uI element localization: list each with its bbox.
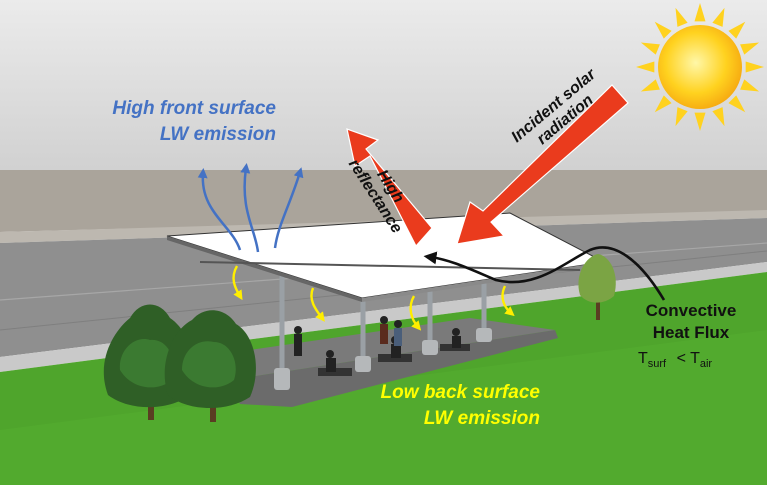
- convective-line2: Heat Flux: [652, 323, 730, 342]
- temp-operator: <: [676, 350, 686, 367]
- temperature-comparison: Tsurf < Tair: [638, 350, 712, 370]
- person-icon: [326, 350, 336, 372]
- shade-pad: [230, 330, 558, 407]
- sun-ray: [745, 61, 764, 73]
- sun-ray: [654, 21, 672, 39]
- sun-ray: [694, 112, 706, 131]
- convective-line1: Convective: [645, 301, 737, 320]
- sun-ray: [712, 7, 725, 27]
- pole-footings: [274, 328, 492, 390]
- person-icon: [452, 328, 461, 348]
- sun-ray: [675, 107, 688, 127]
- sun-ray: [640, 79, 660, 92]
- sun-ray: [728, 95, 746, 113]
- back-emission-label: Low back surface LW emission: [350, 380, 540, 432]
- sun-ray: [740, 42, 760, 55]
- sun-ray: [728, 21, 746, 39]
- sun-ray: [640, 42, 660, 55]
- sun-icon: [636, 3, 764, 131]
- incident-solar-arrow: [456, 84, 629, 245]
- sun-ray: [675, 7, 688, 27]
- front-emission-label: High front surface LW emission: [80, 96, 276, 148]
- sun-ray: [636, 61, 655, 73]
- person-icon: [380, 316, 388, 344]
- sky: [0, 0, 767, 175]
- front-emission-line1: High front surface: [112, 98, 276, 119]
- front-emission-arrows: [197, 163, 304, 253]
- front-emission-line2: LW emission: [159, 124, 276, 145]
- back-emission-line1: Low back surface: [380, 382, 540, 403]
- person-icon: [394, 320, 402, 346]
- grass-shade: [0, 330, 767, 485]
- back-emission-line2: LW emission: [423, 408, 540, 429]
- sun-ray: [740, 79, 760, 92]
- convective-label: Convective Heat Flux: [636, 300, 746, 344]
- tree-icon: [164, 310, 256, 422]
- reflected-arrow: [346, 128, 433, 248]
- sun-ray: [654, 95, 672, 113]
- tree-icon: [578, 254, 616, 320]
- temp-surf: Tsurf: [638, 350, 667, 371]
- sun-ray: [694, 3, 706, 22]
- person-icon: [294, 326, 302, 356]
- people-and-benches: [294, 316, 470, 376]
- back-emission-arrows: [232, 265, 515, 331]
- canopy-poles: [279, 272, 487, 372]
- convective-arrow: [423, 246, 666, 301]
- sun-ray: [712, 107, 725, 127]
- temp-air: Tair: [690, 350, 713, 371]
